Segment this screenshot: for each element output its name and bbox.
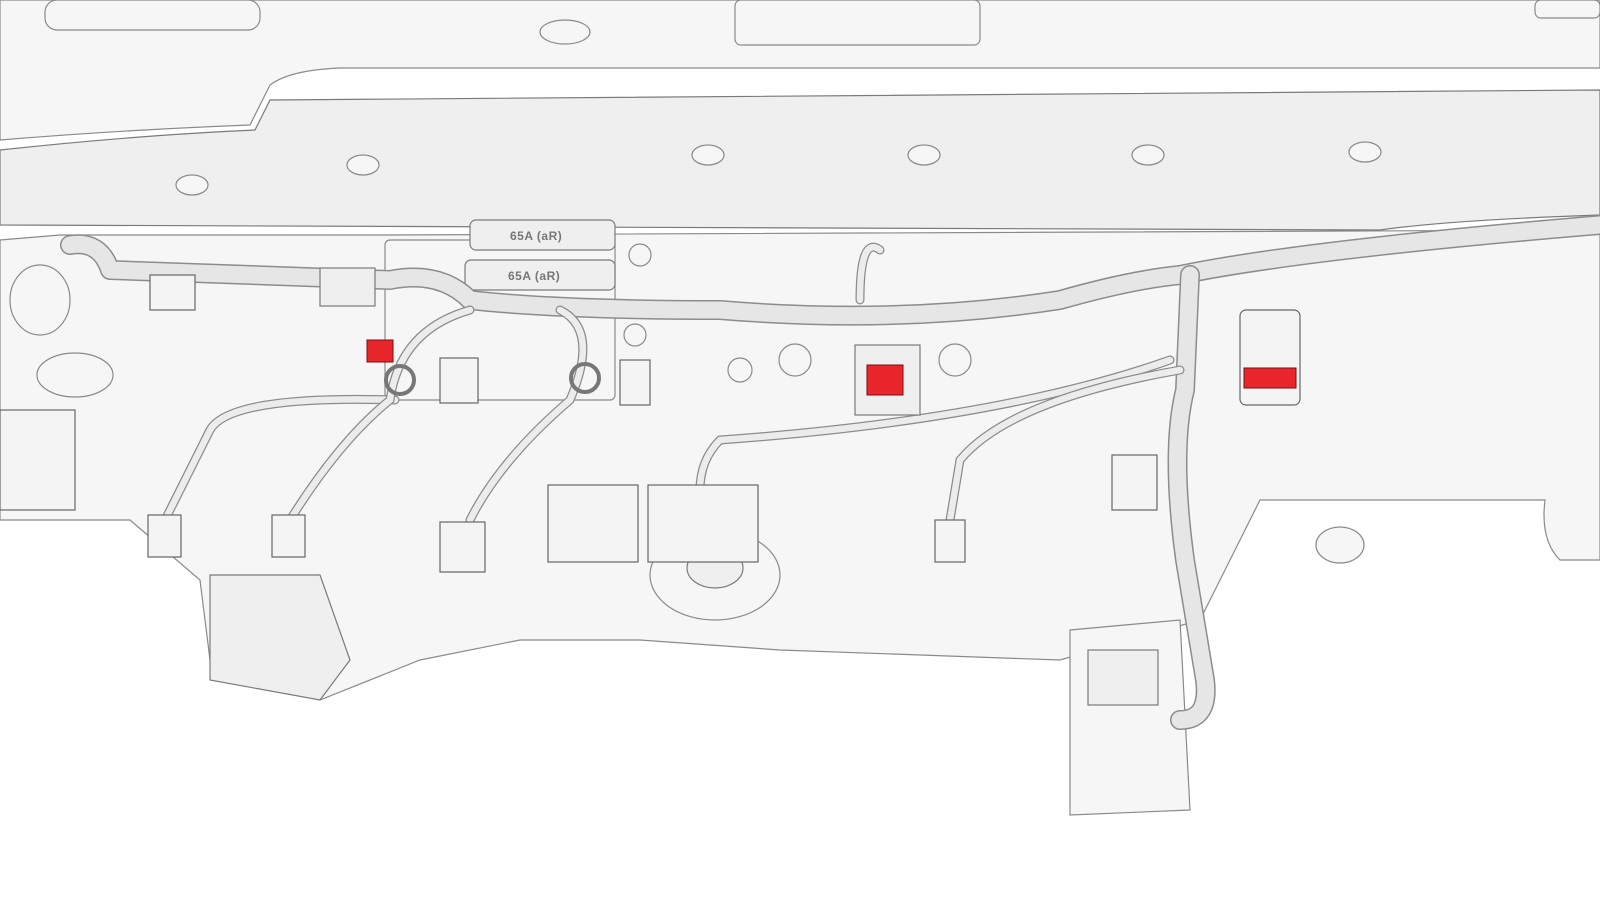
clip xyxy=(1111,454,1158,511)
upper-panel xyxy=(0,0,1600,231)
connector-housing xyxy=(1239,309,1301,406)
highlighted-connector-center xyxy=(866,364,904,396)
cable-tie xyxy=(384,364,416,396)
main-harness xyxy=(60,215,1600,730)
clip xyxy=(439,357,479,404)
highlighted-connector-right xyxy=(1243,367,1297,389)
connector-block xyxy=(547,484,639,563)
connector xyxy=(0,409,76,511)
highlighted-connector-left xyxy=(366,339,394,363)
fuse-1 xyxy=(469,219,616,251)
connector xyxy=(149,274,196,311)
connector xyxy=(271,514,306,558)
lower-tray xyxy=(0,229,1600,816)
connector xyxy=(439,521,486,573)
clip xyxy=(619,359,651,406)
cable-tie xyxy=(569,362,601,394)
connector-block xyxy=(647,484,759,563)
fuse-2-label: 65A (aR) xyxy=(508,269,560,283)
panel-studs xyxy=(175,141,1382,196)
highlighted-connectors xyxy=(366,339,1297,396)
connector xyxy=(934,519,966,563)
branch-wires xyxy=(160,242,1185,525)
connector xyxy=(147,514,182,558)
fuse-2 xyxy=(464,259,616,291)
fuse-1-label: 65A (aR) xyxy=(510,229,562,243)
